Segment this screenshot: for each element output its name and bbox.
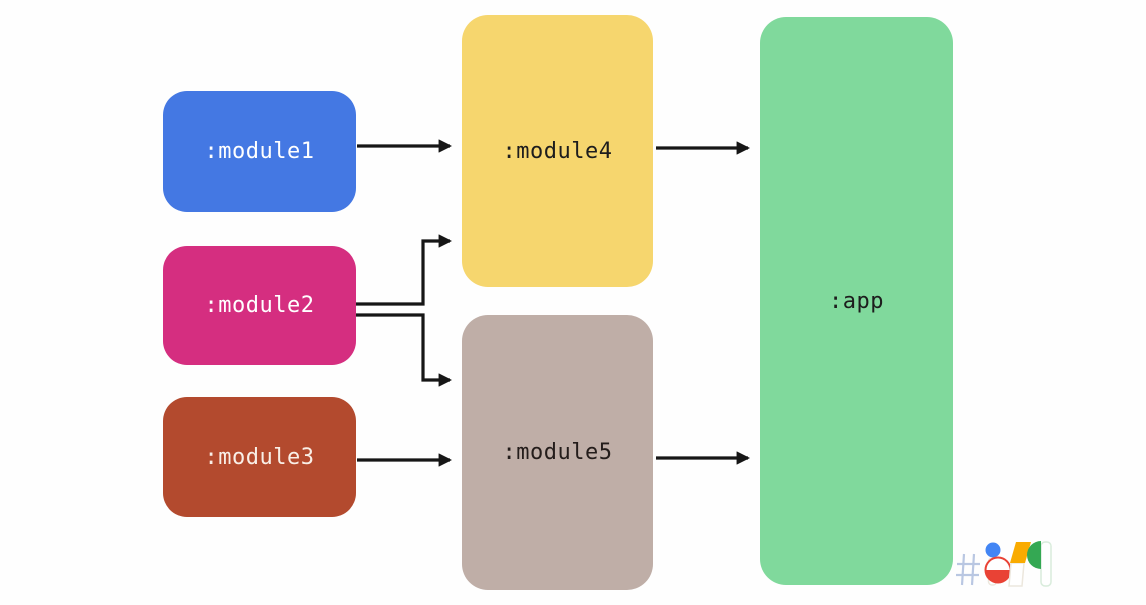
node-module1: :module1: [163, 91, 356, 212]
one-flag: [1010, 542, 1031, 563]
nine-stem-outline: [1040, 541, 1052, 587]
one-stem-outline: [1008, 562, 1025, 587]
edge-module2-module5: [356, 313, 453, 387]
node-app-label: :app: [829, 288, 884, 314]
google-io-logo-icon: [956, 541, 1052, 587]
nine-bowl: [1027, 541, 1041, 569]
node-module3-label: :module3: [204, 444, 315, 470]
node-module3: :module3: [163, 397, 356, 517]
node-module2-label: :module2: [204, 293, 315, 318]
node-app: :app: [760, 17, 953, 585]
node-module5: :module5: [462, 315, 653, 590]
node-module1-label: :module1: [204, 139, 315, 164]
node-module5-label: :module5: [502, 440, 613, 465]
node-module4: :module4: [462, 15, 653, 287]
node-module4-label: :module4: [502, 138, 613, 164]
edge-module2-module4: [356, 234, 453, 306]
hash-glyph: [956, 553, 980, 586]
node-module2: :module2: [163, 246, 356, 365]
o-lower-half: [985, 570, 1011, 583]
i-dot: [985, 542, 1001, 558]
